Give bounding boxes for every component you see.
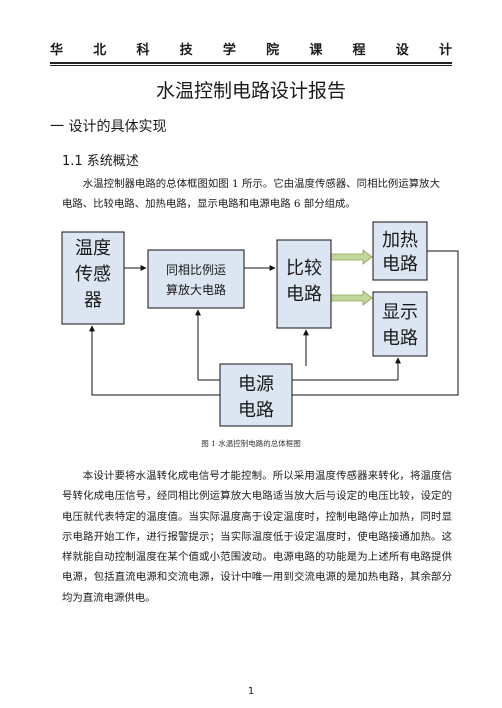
power-label: 电源 [238, 374, 274, 395]
display-label: 电路 [382, 328, 418, 349]
sensor-block: 温度 传感 器 [61, 231, 125, 325]
document-title: 水温控制电路设计报告 [155, 80, 346, 102]
header-rule [50, 62, 452, 64]
compare-label: 比较 [286, 258, 322, 279]
header-char: 课 [309, 43, 323, 58]
header-char: 程 [352, 43, 366, 58]
arrow-compare-to-display [330, 290, 373, 306]
header-char: 技 [179, 43, 193, 58]
amp-label: 算放大电路 [166, 282, 226, 297]
sensor-label: 传感 [75, 264, 111, 285]
subsection-heading: 1.1 系统概述 [62, 154, 139, 169]
block-diagram: 温度 传感 器 同相比例运 算放大电路 比较 电路 加热 电路 显示 电路 电源… [61, 221, 459, 427]
figure-caption: 图 1 水温控制电路的总体框图 [201, 439, 301, 448]
header-char: 院 [266, 43, 280, 58]
header-char: 科 [136, 43, 150, 58]
power-label: 电路 [238, 400, 274, 421]
paragraph: 本设计要将水温转化成电信号才能控制。所以采用温度传感器来转化，将温度信号转化成电… [62, 470, 452, 604]
page-header: 华 北 科 技 学 院 课 程 设 计 [50, 36, 452, 58]
header-char: 华 [50, 43, 64, 58]
compare-block: 比较 电路 [276, 239, 332, 329]
page-number: 1 [247, 686, 255, 697]
section-heading: 一 设计的具体实现 [50, 119, 167, 135]
arrow-compare-to-heat [330, 249, 373, 265]
heat-label: 电路 [382, 254, 418, 275]
header-rule [50, 65, 452, 66]
heat-label: 加热 [382, 230, 418, 251]
heat-block: 加热 电路 [372, 221, 428, 281]
header-char: 计 [438, 43, 452, 58]
header-char: 北 [93, 43, 107, 58]
compare-label: 电路 [286, 284, 322, 305]
amp-block: 同相比例运 算放大电路 [147, 249, 245, 309]
paragraph: 水温控制器电路的总体框图如图 1 所示。它由温度传感器、同相比例运算放大电路、比… [62, 178, 440, 211]
sensor-label: 器 [84, 290, 102, 311]
display-block: 显示 电路 [372, 291, 428, 357]
header-char: 学 [222, 43, 236, 58]
amp-label: 同相比例运 [166, 263, 226, 277]
sensor-label: 温度 [75, 238, 111, 259]
display-label: 显示 [382, 302, 418, 323]
feedback-line [89, 250, 459, 396]
header-char: 设 [395, 43, 409, 58]
power-block: 电源 电路 [219, 363, 293, 427]
